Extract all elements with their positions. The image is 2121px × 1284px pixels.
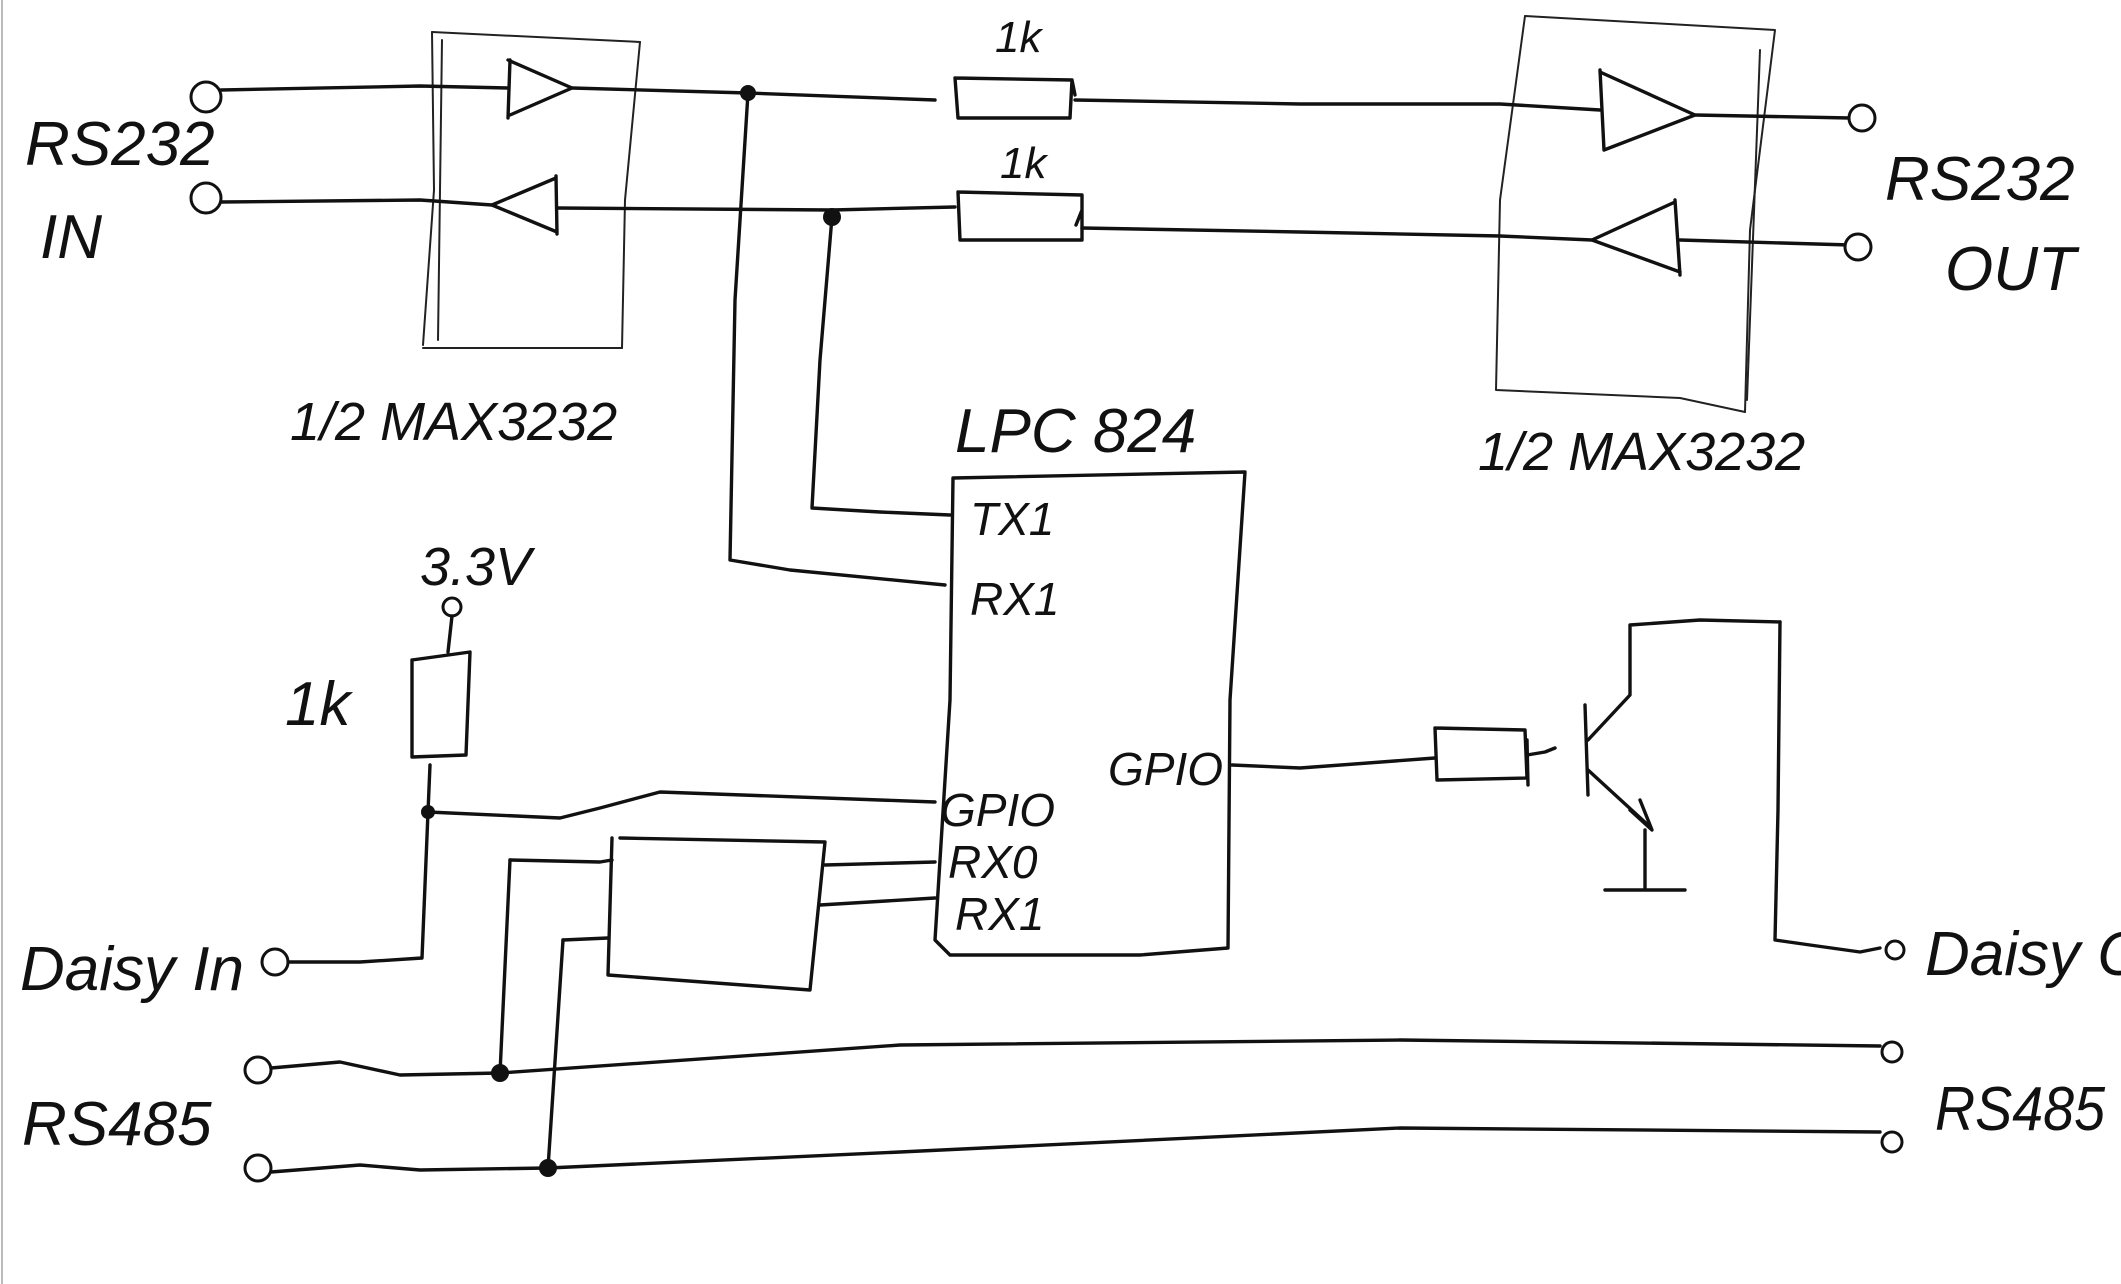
terminal-rs485-left-a xyxy=(243,1055,273,1085)
rs485-bus xyxy=(243,1038,1904,1183)
label-daisy-in: Daisy In xyxy=(20,935,244,1004)
label-rs485-right: RS485 xyxy=(1935,1075,2105,1144)
label-rs232-out: RS232 xyxy=(1885,145,2075,214)
terminal-daisy-out xyxy=(1884,939,1906,961)
mcu-lpc824 xyxy=(933,470,1247,957)
rs485-transceiver xyxy=(498,836,937,1170)
junction-rs485-a xyxy=(491,1064,509,1082)
label-rs232-in-sub: IN xyxy=(40,203,102,272)
label-supply: 3.3V xyxy=(420,537,536,597)
label-rs485-left: RS485 xyxy=(22,1090,212,1159)
label-rs232-in: RS232 xyxy=(25,110,215,179)
max3232-left xyxy=(422,31,641,349)
terminal-rs485-right-b xyxy=(1880,1130,1904,1154)
label-resistor-mid: 1k xyxy=(1000,139,1048,188)
rs232-wiring xyxy=(189,76,1877,587)
terminal-rs232-out-rx xyxy=(1843,232,1873,262)
terminal-daisy-in xyxy=(260,947,290,977)
terminal-rs232-in-tx xyxy=(189,80,223,114)
label-pin-rx1-top: RX1 xyxy=(970,573,1059,625)
terminal-rs232-out-tx xyxy=(1847,103,1877,133)
transistor-stage xyxy=(1230,618,1906,961)
label-pin-rx1-bottom: RX1 xyxy=(955,888,1044,940)
label-pin-gpio-left: GPIO xyxy=(940,784,1055,836)
label-rs232-out-sub: OUT xyxy=(1945,235,2080,304)
label-mcu: LPC 824 xyxy=(955,397,1196,466)
label-pin-rx0: RX0 xyxy=(948,836,1038,888)
max3232-right xyxy=(1495,15,1776,413)
label-pin-gpio-right: GPIO xyxy=(1108,743,1223,795)
label-max3232-right: 1/2 MAX3232 xyxy=(1478,422,1805,482)
label-pullup: 1k xyxy=(285,670,353,739)
terminal-rs232-in-rx xyxy=(189,181,223,215)
label-daisy-out: Daisy Out xyxy=(1925,920,2121,989)
pullup-network xyxy=(260,596,937,977)
label-max3232-left: 1/2 MAX3232 xyxy=(290,392,617,452)
terminal-rs485-left-b xyxy=(243,1153,273,1183)
label-pin-tx1: TX1 xyxy=(970,493,1054,545)
junction-rs485-b xyxy=(539,1159,557,1177)
terminal-3v3 xyxy=(441,596,463,618)
terminal-rs485-right-a xyxy=(1880,1040,1904,1064)
label-resistor-top: 1k xyxy=(995,13,1043,62)
